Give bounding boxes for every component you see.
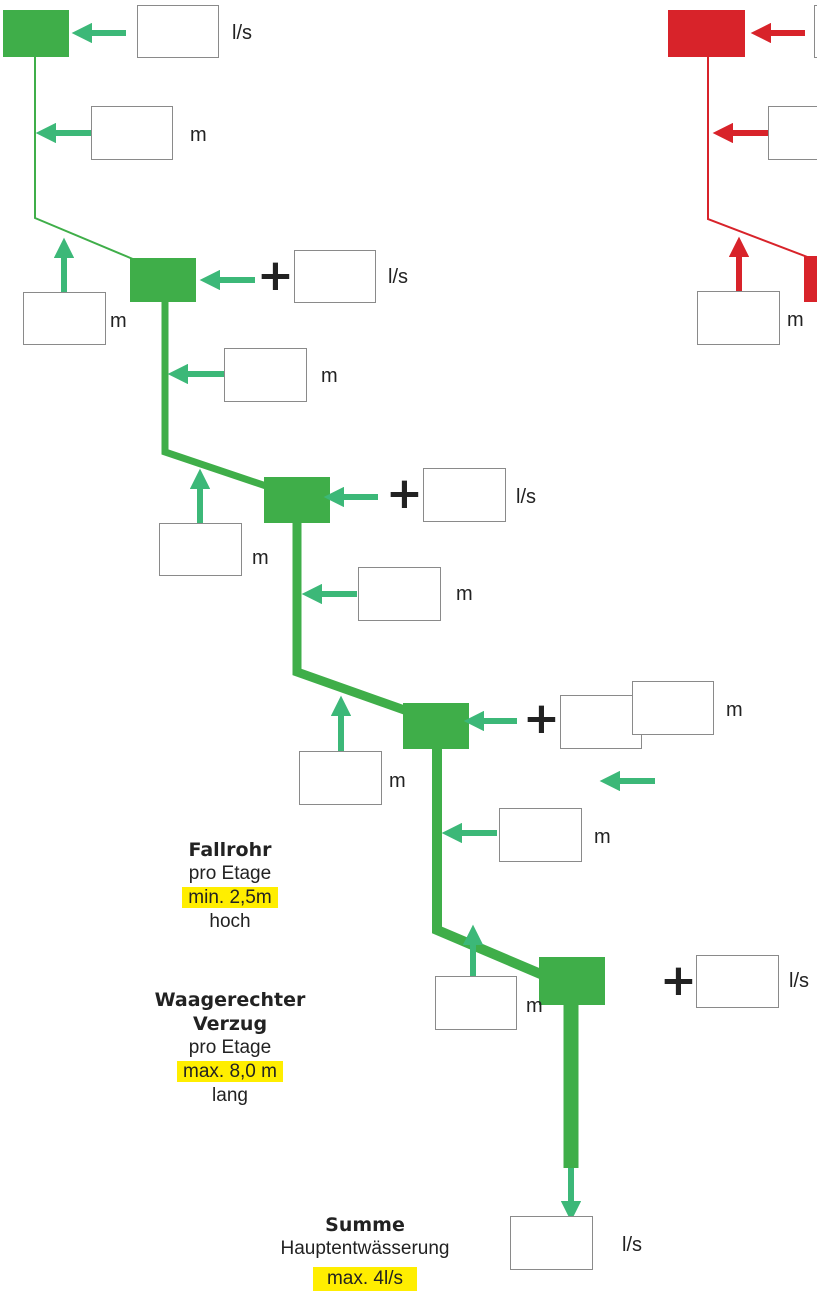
length-input-7[interactable] [499, 808, 582, 862]
length-input-9[interactable] [632, 681, 714, 735]
verzug-title-2: Verzug [192, 1013, 268, 1035]
length-unit-label: m [526, 995, 543, 1017]
length-input-red-1[interactable] [768, 106, 817, 160]
length-unit-label: m [252, 547, 269, 569]
length-unit-label: m [190, 124, 207, 146]
flow-input-3[interactable] [423, 468, 506, 522]
outlet-box-red-1 [668, 10, 745, 57]
length-unit-label: m [389, 770, 406, 792]
length-input-2[interactable] [23, 292, 106, 345]
length-input-4[interactable] [159, 523, 242, 576]
plus-icon: + [523, 693, 560, 744]
length-input-1[interactable] [91, 106, 173, 160]
flow-unit-label: l/s [388, 266, 408, 288]
summe-line1: Hauptentwässerung [280, 1238, 450, 1259]
fallrohr-note: Fallrohr pro Etage min. 2,5m hoch [110, 838, 350, 934]
pipe-segment-4 [432, 745, 552, 983]
verzug-line1: pro Etage [188, 1037, 272, 1058]
verzug-title-1: Waagerechter [154, 989, 306, 1011]
flow-input-red-1[interactable] [814, 5, 817, 58]
pipe-segment-2 [161, 300, 280, 494]
pipe-segment-1 [34, 57, 141, 263]
summe-note: Summe Hauptentwässerung max. 4l/s [220, 1213, 510, 1291]
length-unit-label: m [726, 699, 743, 721]
total-flow-input[interactable] [510, 1216, 593, 1270]
flow-unit-label: l/s [516, 486, 536, 508]
red-pipe-system [668, 10, 817, 302]
outlet-box-5 [539, 957, 605, 1005]
outlet-box-3 [264, 477, 330, 523]
length-unit-label: m [787, 309, 804, 331]
plus-icon: + [386, 468, 423, 519]
verzug-highlight: max. 8,0 m [177, 1061, 283, 1082]
flow-input-2[interactable] [294, 250, 376, 303]
plus-icon: + [660, 955, 697, 1006]
verzug-note: Waagerechter Verzug pro Etage max. 8,0 m… [90, 988, 370, 1108]
fallrohr-line1: pro Etage [188, 863, 272, 884]
length-input-8[interactable] [435, 976, 517, 1030]
pipe-segment-3 [292, 520, 412, 717]
fallrohr-line2: hoch [209, 911, 251, 932]
summe-highlight: max. 4l/s [312, 1267, 418, 1291]
length-unit-label: m [321, 365, 338, 387]
fallrohr-title: Fallrohr [188, 839, 272, 861]
length-input-6[interactable] [299, 751, 382, 805]
summe-title: Summe [325, 1214, 405, 1236]
length-unit-label: m [594, 826, 611, 848]
flow-unit-label: l/s [232, 22, 252, 44]
flow-unit-label: l/s [622, 1234, 642, 1256]
outlet-box-4 [403, 703, 469, 749]
length-input-red-2[interactable] [697, 291, 780, 345]
plus-icon: + [257, 250, 294, 301]
flow-input-1[interactable] [137, 5, 219, 58]
fallrohr-highlight: min. 2,5m [182, 887, 278, 908]
length-input-5[interactable] [358, 567, 441, 621]
verzug-line2: lang [212, 1085, 248, 1106]
flow-unit-label: l/s [789, 970, 809, 992]
outlet-box-2 [130, 258, 196, 302]
green-pipe-system [3, 10, 605, 1168]
outlet-box-1 [3, 10, 69, 57]
pipe-segment-red-1 [707, 57, 811, 259]
flow-input-5[interactable] [696, 955, 779, 1008]
length-input-3[interactable] [224, 348, 307, 402]
length-unit-label: m [110, 310, 127, 332]
flow-input-4[interactable] [560, 695, 642, 749]
outlet-box-red-2 [804, 256, 817, 302]
length-unit-label: m [456, 583, 473, 605]
